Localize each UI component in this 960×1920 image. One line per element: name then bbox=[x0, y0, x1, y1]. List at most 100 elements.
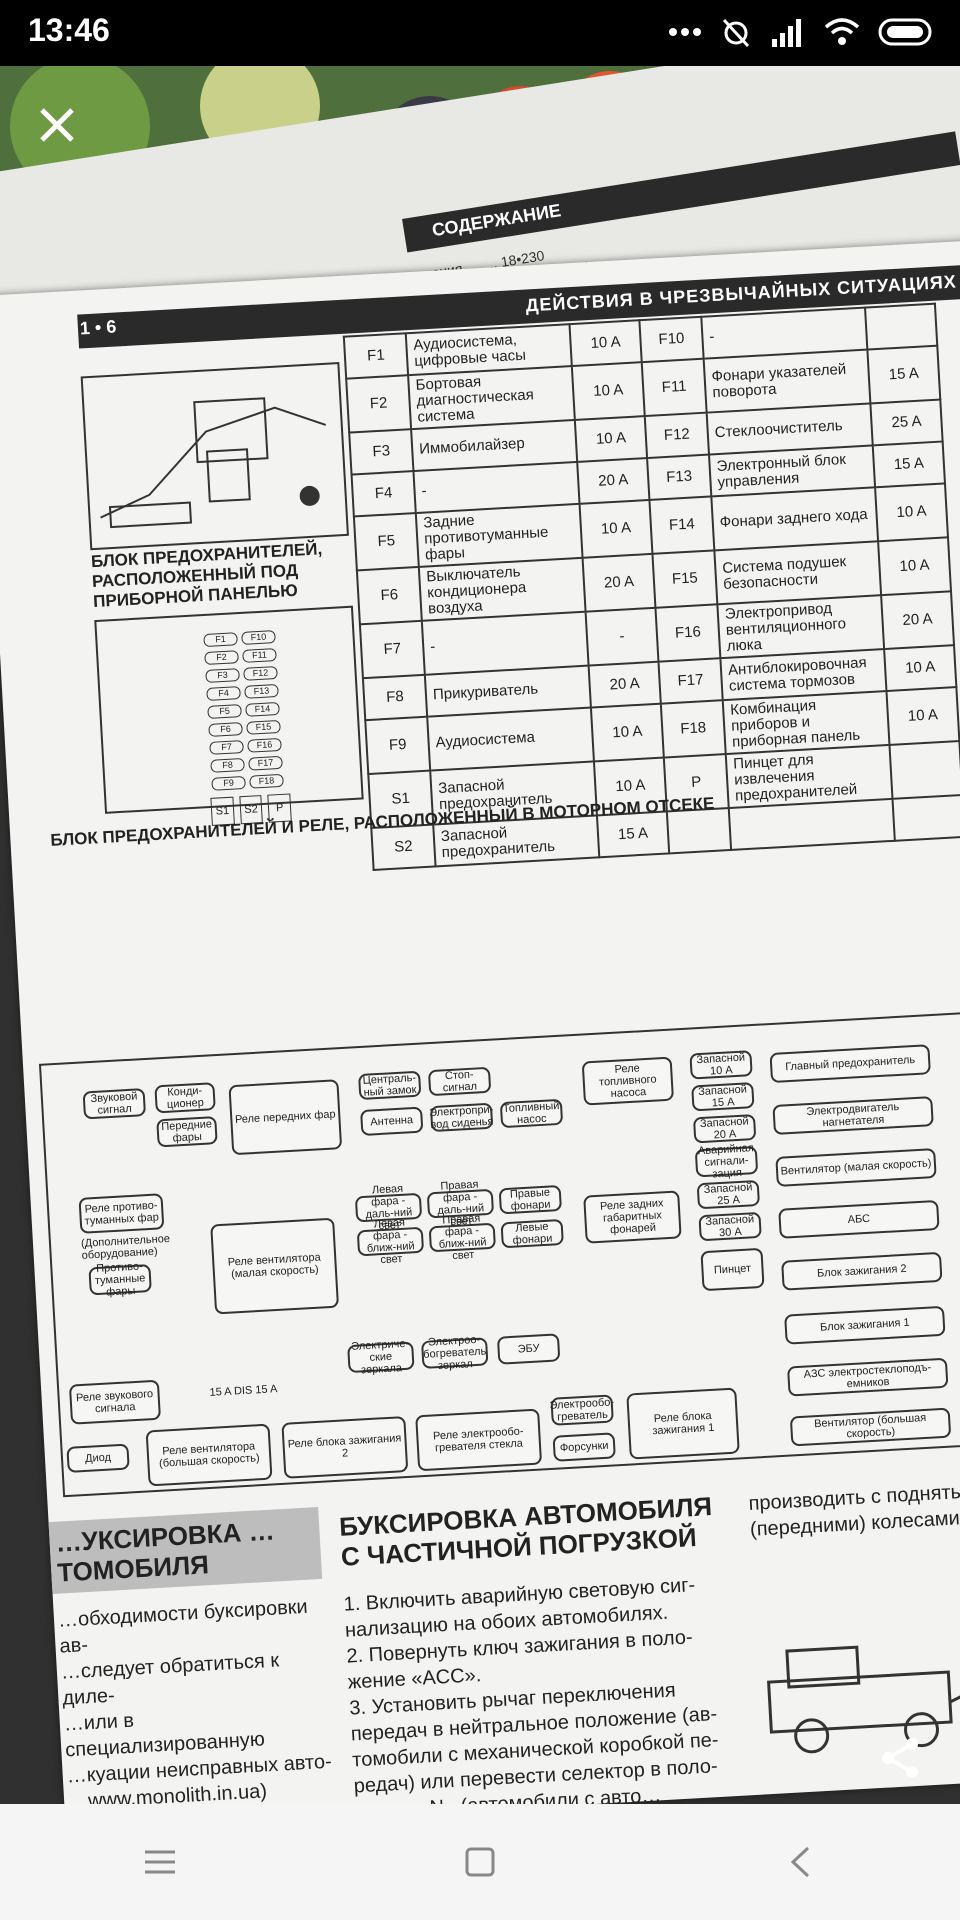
fuse-central-lock: Централь-ный замок bbox=[358, 1070, 422, 1101]
dashboard-sketch bbox=[80, 362, 349, 551]
contents-header-band: СОДЕРЖАНИЕ bbox=[402, 131, 960, 253]
fuse-table-cell: F7 bbox=[359, 620, 425, 679]
fuse-table-cell: Пинцет для извлечения предохранителей bbox=[725, 744, 893, 809]
fuse-slot: F8 bbox=[210, 757, 245, 773]
fuse-table-cell: Комбинация приборов и приборная панель bbox=[722, 691, 890, 755]
close-icon bbox=[40, 108, 74, 142]
fuse-antenna: Антенна bbox=[360, 1106, 424, 1137]
relay-per-far: Реле передних фар bbox=[228, 1079, 343, 1156]
relay-zazh2: Реле блока зажигания 2 bbox=[281, 1416, 409, 1479]
fuse-forsunki: Форсунки bbox=[552, 1432, 616, 1462]
fuse-table-cell: 20 A bbox=[881, 591, 955, 650]
fuse-table-cell: 10 A bbox=[875, 483, 948, 542]
relay-ptf: Реле противо-туманных фар bbox=[78, 1193, 165, 1234]
fuse-table-cell: F8 bbox=[362, 674, 428, 721]
fuse-table-cell: F1 bbox=[343, 333, 409, 379]
share-button[interactable] bbox=[868, 1726, 932, 1790]
back-button[interactable] bbox=[740, 1822, 860, 1902]
fuse-perednie-fary: Передние фары bbox=[156, 1116, 218, 1148]
diod: Диод bbox=[66, 1443, 130, 1473]
fuse-slot: F3 bbox=[205, 668, 240, 683]
tow-truck-illustration bbox=[767, 1645, 960, 1754]
fuse-pravaya-bl: Правая фара - ближ-ний свет bbox=[428, 1213, 496, 1262]
fuse-levaya-bl: Левая фара - ближ-ний свет bbox=[356, 1217, 425, 1266]
battery-icon bbox=[878, 18, 932, 46]
fuse-table-cell: 20 A bbox=[582, 553, 656, 612]
close-button[interactable] bbox=[30, 98, 84, 152]
fuse-table-cell: F6 bbox=[356, 566, 422, 625]
home-button[interactable] bbox=[420, 1822, 540, 1902]
fuse-table-cell: F5 bbox=[353, 513, 419, 571]
photo-viewer[interactable]: СОДЕРЖАНИЕ …ла рулевого управления .....… bbox=[0, 66, 960, 1804]
fuse-pravye-fon: Правые фонари bbox=[498, 1184, 562, 1215]
fuse-slot: F12 bbox=[243, 665, 278, 681]
relay-topl: Реле топливного насоса bbox=[581, 1056, 674, 1106]
fuse-table-cell: F9 bbox=[365, 716, 431, 775]
fuse-zvukovoy: Звуковой сигнал bbox=[82, 1088, 147, 1120]
fuse-table-cell: F17 bbox=[658, 658, 723, 704]
relay-zvuk: Реле звукового сигнала bbox=[68, 1379, 162, 1425]
fuse-abs: АБС bbox=[778, 1199, 940, 1239]
fuse-protivot: Противо-туманные фары bbox=[88, 1260, 152, 1298]
mid-section-title: БУКСИРОВКА АВТОМОБИЛЯ С ЧАСТИЧНОЙ ПОГРУЗ… bbox=[338, 1491, 713, 1572]
fuse-table-cell: 10 A bbox=[886, 687, 960, 745]
fuse-ebu: ЭБУ bbox=[496, 1333, 561, 1365]
fuse-zazh2: Блок зажигания 2 bbox=[781, 1251, 943, 1291]
fuse-slot: F11 bbox=[242, 648, 277, 663]
fuse-slot: F2 bbox=[204, 650, 239, 666]
fuse-zap10: Запасной 10 A bbox=[689, 1050, 753, 1080]
fuse-slot: F14 bbox=[245, 701, 280, 717]
fuse-kond: Конди-ционер bbox=[154, 1082, 216, 1114]
fuse-slot: F4 bbox=[206, 686, 241, 701]
relay-gab: Реле задних габаритных фонарей bbox=[583, 1190, 682, 1244]
fuse-table-cell: F10 bbox=[639, 316, 704, 363]
dop-obor-label: (Дополнительное оборудование) bbox=[80, 1232, 171, 1262]
fuse-table-cell: Электропривод вентиляционного люка bbox=[717, 595, 885, 659]
fuse-slot: F16 bbox=[247, 737, 282, 753]
alarm-off-icon bbox=[722, 18, 750, 48]
fuse-zap20: Запасной 20 A bbox=[692, 1114, 757, 1144]
fuse-table-cell: 10 A bbox=[884, 645, 957, 692]
fuse-slot: F10 bbox=[241, 630, 276, 645]
relay-vent-bol: Реле вентилятора (большая скорость) bbox=[145, 1423, 273, 1487]
fuse-table-cell: F12 bbox=[644, 412, 709, 459]
fuse-table-cell: Система подушек безопасности bbox=[714, 541, 882, 605]
relay-vent-mal: Реле вентилятора (малая скорость) bbox=[210, 1217, 340, 1315]
fuse-table-cell: - bbox=[585, 607, 659, 666]
fuse-table-cell: Фонари указателей поворота bbox=[703, 349, 871, 413]
fuse-slot: F17 bbox=[248, 755, 283, 771]
fuse-table-cell: 10 A bbox=[579, 499, 653, 558]
fuse-table-cell: F18 bbox=[660, 700, 726, 758]
contents-header: СОДЕРЖАНИЕ bbox=[430, 200, 563, 241]
fuse-table-cell: 10 A bbox=[878, 537, 951, 596]
fuse-slot: F1 bbox=[203, 632, 238, 648]
home-square-icon bbox=[465, 1847, 495, 1877]
fuse-elektro-sid: Электропри-вод сиденья bbox=[428, 1102, 494, 1133]
fuse-slot: F7 bbox=[209, 740, 244, 755]
menu-icon bbox=[145, 1850, 175, 1874]
fuse-table-cell: F14 bbox=[649, 496, 715, 554]
mid-text-column: 1. Включить аварийную световую сиг-нализ… bbox=[343, 1570, 745, 1804]
fuse-table-cell: Бортовая диагностическая система bbox=[408, 366, 575, 430]
status-time: 13:46 bbox=[28, 12, 110, 48]
fuse-table-cell: 15 A bbox=[872, 441, 945, 488]
fuse-table-cell bbox=[728, 798, 895, 850]
recents-button[interactable] bbox=[100, 1822, 220, 1902]
fuse-topl-nasos: Топливный насос bbox=[499, 1098, 564, 1129]
dashboard-illustration bbox=[100, 397, 327, 529]
fuse-slot: F13 bbox=[244, 683, 279, 699]
manual-page: ДЕЙСТВИЯ В ЧРЕЗВЫЧАЙНЫХ СИТУАЦИЯХ 1 • 6 … bbox=[0, 240, 960, 1804]
fuse-slot: F18 bbox=[249, 773, 284, 789]
fuse-slot: F5 bbox=[207, 704, 242, 719]
fuse-table-cell: F16 bbox=[655, 604, 721, 662]
fuse-nagnet: Электродвигатель нагнетателя bbox=[772, 1096, 934, 1135]
fuse-table-cell: 20 A bbox=[577, 458, 650, 504]
left-text-column: …обходимости буксировки ав-…следует обра… bbox=[57, 1593, 347, 1804]
wifi-icon bbox=[824, 18, 860, 45]
fuse-levye-fon: Левые фонари bbox=[500, 1218, 564, 1249]
fuse-slot: F15 bbox=[246, 719, 281, 735]
navigation-bar bbox=[0, 1804, 960, 1920]
fuse-vent-bol: Вентилятор (большая скорость) bbox=[789, 1407, 952, 1447]
